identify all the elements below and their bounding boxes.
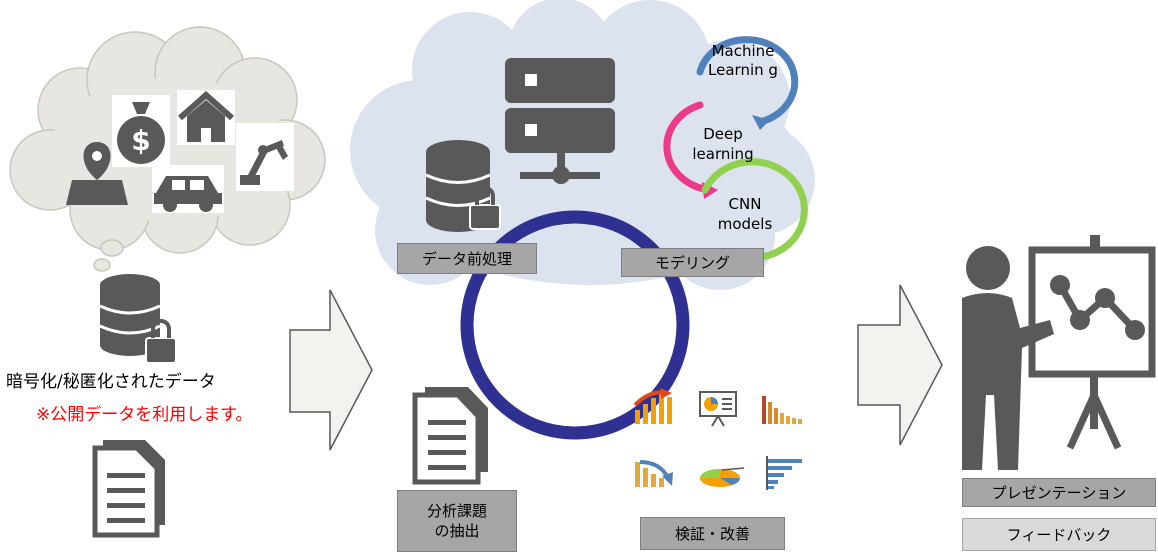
ml-arrows bbox=[663, 36, 808, 262]
analysis-extraction-label: 分析課題 の抽出 bbox=[397, 490, 517, 552]
presentation-label: プレゼンテーション bbox=[962, 478, 1156, 507]
cycle-ring bbox=[460, 210, 690, 440]
cnn-models-text: CNN models bbox=[717, 195, 773, 233]
verification-label: 検証・改善 bbox=[640, 517, 785, 550]
house-icon bbox=[177, 90, 235, 145]
machine-learning-text: Machine Learnin g bbox=[708, 42, 778, 79]
decline-chart-icon bbox=[635, 460, 673, 487]
money-bag-icon: $ bbox=[112, 95, 170, 167]
documents-icon-middle bbox=[412, 387, 488, 485]
database-lock-icon-left bbox=[99, 274, 177, 364]
map-pin-icon bbox=[66, 142, 128, 205]
presentation-chart-icon bbox=[699, 391, 737, 427]
encrypted-data-caption: 暗号化/秘匿化されたデータ bbox=[6, 372, 216, 392]
analysis-label-line1: 分析課題 bbox=[426, 502, 487, 520]
robot-arm-icon bbox=[236, 123, 294, 191]
preprocess-label: データ前処理 bbox=[397, 243, 537, 274]
presenter-icon bbox=[962, 235, 1156, 470]
modeling-label: モデリング bbox=[621, 248, 764, 277]
thought-bubbles bbox=[93, 239, 124, 272]
growth-chart-icon bbox=[633, 388, 672, 424]
feedback-label: フィードバック bbox=[962, 518, 1156, 551]
deep-learning-text: Deep learning bbox=[692, 125, 754, 163]
public-data-note: ※公開データを利用します。 bbox=[36, 405, 253, 425]
documents-icon-left bbox=[92, 440, 165, 538]
analysis-label-line2: の抽出 bbox=[434, 522, 480, 540]
car-icon bbox=[152, 165, 224, 213]
database-lock-icon-middle bbox=[425, 140, 501, 232]
svg-text:$: $ bbox=[131, 124, 150, 157]
server-icon bbox=[505, 58, 615, 184]
pie-chart-icon bbox=[700, 467, 745, 487]
bar-chart-icon bbox=[762, 396, 802, 424]
horizontal-bar-chart-icon bbox=[766, 456, 802, 490]
arrow-right-1 bbox=[289, 289, 373, 451]
arrow-right-2 bbox=[857, 284, 943, 446]
